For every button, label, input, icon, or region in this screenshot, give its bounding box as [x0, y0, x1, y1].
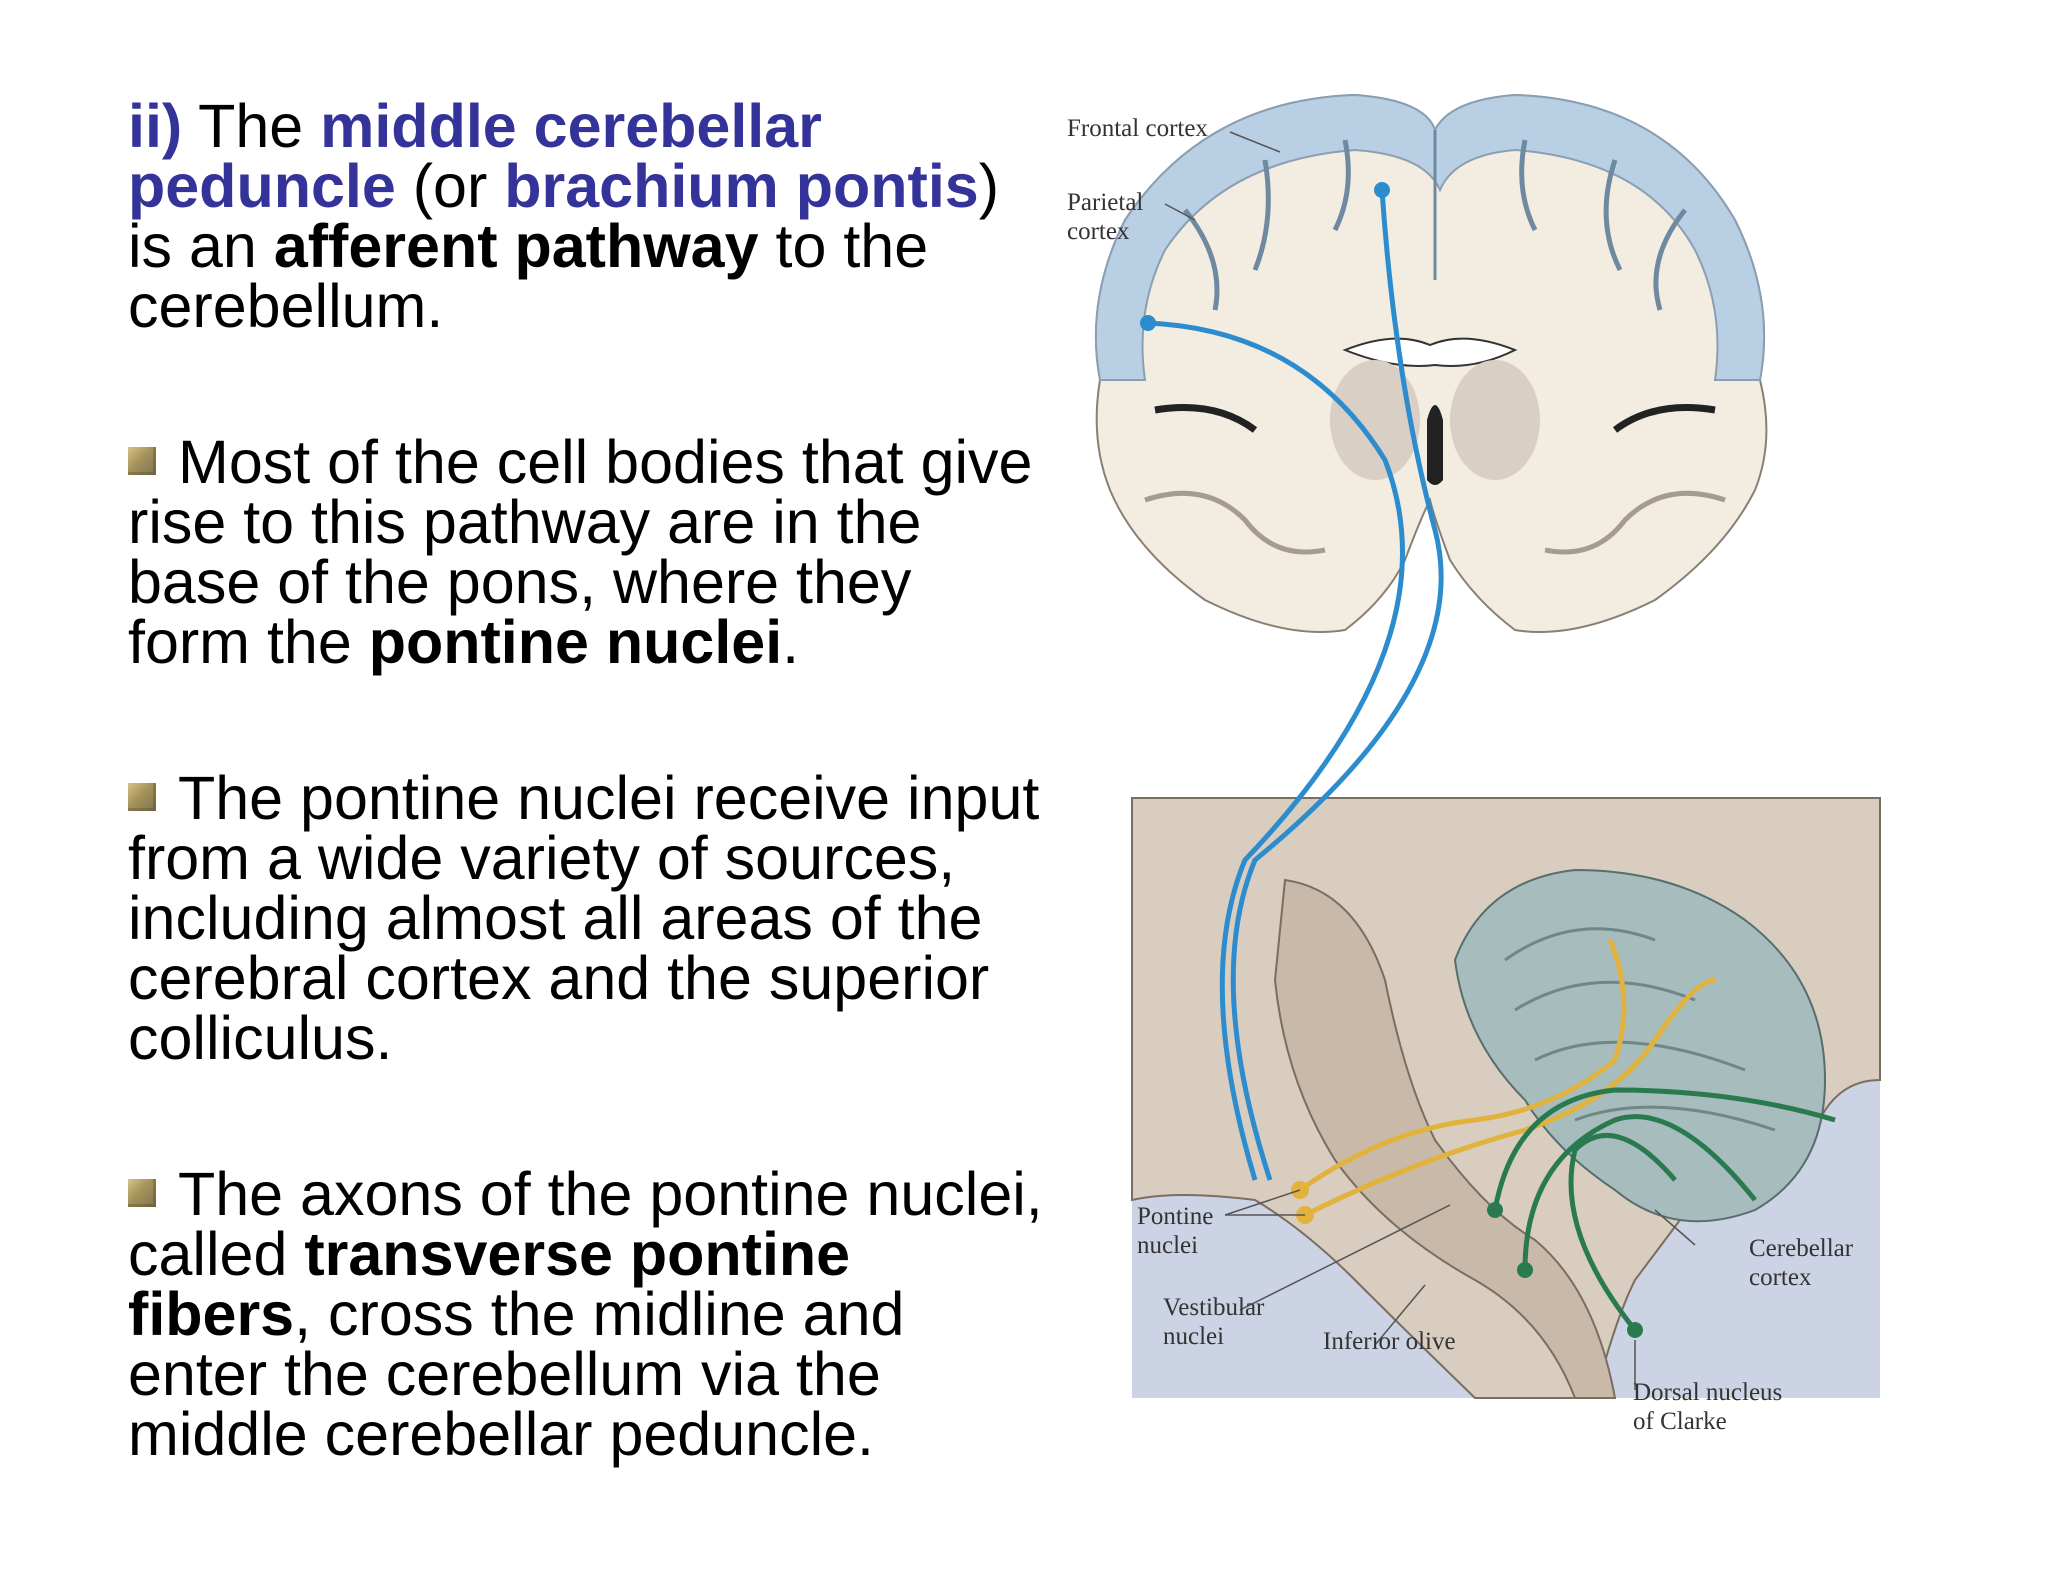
label-parietal-cortex-line2: cortex — [1067, 218, 1130, 245]
corticopontine-pathway — [1140, 182, 1444, 1181]
square-bullet-icon — [128, 783, 156, 811]
label-dorsal-nucleus-line1: Dorsal nucleus — [1633, 1379, 1783, 1406]
bullet-3-text: The axons of the pontine nuclei, called — [128, 1160, 1043, 1288]
brain-pathway-figure: Frontal cortex Parietal cortex Pontine n… — [1055, 80, 1955, 1480]
label-cerebellar-cortex-line2: cortex — [1749, 1264, 1812, 1291]
spinocerebellar-pathway — [1487, 1087, 1836, 1338]
bullet-1-bold: pontine nuclei — [368, 608, 783, 676]
label-pontine-nuclei-line2: nuclei — [1137, 1232, 1199, 1259]
label-frontal-cortex: Frontal cortex — [1067, 115, 1208, 142]
label-dorsal-nucleus-line2: of Clarke — [1633, 1408, 1727, 1435]
leader-lines — [1164, 131, 1696, 1390]
heading-roman: ii) — [128, 96, 183, 160]
bullet-2-text: The pontine nuclei receive input from a … — [128, 764, 1040, 1072]
heading-or: (or — [395, 152, 505, 220]
bullet-paragraph-3: The axons of the pontine nuclei, called … — [128, 1164, 1048, 1465]
text-column: ii) The middle cerebellar peduncle (or b… — [128, 96, 1048, 1496]
heading-the: The — [182, 96, 321, 160]
bullet-3-tail: , cross the midline and enter the cerebe… — [128, 1280, 905, 1468]
label-pontine-nuclei-line1: Pontine — [1137, 1203, 1214, 1230]
pontocerebellar-pathway — [1291, 939, 1716, 1224]
term-afferent-pathway: afferent pathway — [273, 212, 759, 280]
square-bullet-icon — [128, 1179, 156, 1207]
label-parietal-cortex-line1: Parietal — [1067, 189, 1144, 216]
heading-paragraph: ii) The middle cerebellar peduncle (or b… — [128, 96, 1048, 337]
label-cerebellar-cortex-line1: Cerebellar — [1749, 1235, 1854, 1262]
heading-tail: to the cerebellum. — [128, 212, 929, 340]
heading-is-an: is an — [128, 212, 274, 280]
term-brachium-pontis: brachium pontis — [504, 152, 979, 220]
label-vestibular-nuclei-line2: nuclei — [1163, 1323, 1225, 1350]
square-bullet-icon — [128, 447, 156, 475]
coronal-brain-section — [1094, 93, 1768, 633]
term-middle-cerebellar-peduncle: middle cerebellar peduncle — [128, 96, 822, 220]
bullet-paragraph-1: Most of the cell bodies that give rise t… — [128, 432, 1048, 673]
heading-close: ) — [978, 152, 1000, 220]
bullet-paragraph-2: The pontine nuclei receive input from a … — [128, 768, 1048, 1069]
bullet-3-bold: transverse pontine fibers — [128, 1220, 851, 1348]
label-vestibular-nuclei-line1: Vestibular — [1163, 1294, 1265, 1321]
pathway-illustration — [1094, 93, 1881, 1399]
label-inferior-olive: Inferior olive — [1323, 1328, 1456, 1355]
bullet-1-tail: . — [782, 608, 800, 676]
bullet-1-text: Most of the cell bodies that give rise t… — [128, 428, 1033, 676]
